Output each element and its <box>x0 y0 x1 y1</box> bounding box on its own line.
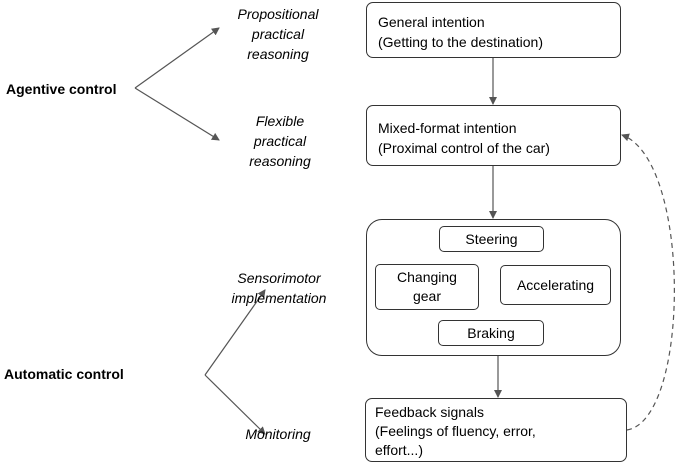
stage-propositional-line-3: reasoning <box>247 46 309 62</box>
feedback-loop-dashed-arrow <box>621 133 675 431</box>
steering-label: Steering <box>465 230 518 247</box>
stage-propositional-line-2: practical <box>251 26 305 42</box>
stage-propositional-label: Propositional practical reasoning <box>218 4 338 64</box>
accelerating-label: Accelerating <box>516 276 595 293</box>
fork-arrow-propositional <box>134 27 220 89</box>
stage-monitoring-line-1: Monitoring <box>245 426 311 442</box>
stage-propositional-line-1: Propositional <box>237 6 319 22</box>
stage-flexible-label: Flexible practical reasoning <box>220 111 340 171</box>
stage-monitoring-label: Monitoring <box>218 424 338 444</box>
stage-flexible-line-3: reasoning <box>249 153 311 169</box>
feedback-subtitle-line-1: (Feelings of fluency, error, <box>375 423 536 439</box>
steering-action-box: Steering <box>439 226 544 252</box>
feedback-title: Feedback signals <box>375 404 484 420</box>
general-intention-subtitle: (Getting to the destination) <box>378 34 543 50</box>
general-intention-title: General intention <box>378 14 485 30</box>
changing-gear-line-1: Changing <box>397 269 457 285</box>
automatic-control-label: Automatic control <box>4 366 124 382</box>
feedback-subtitle-line-2: effort...) <box>375 442 423 458</box>
agentive-control-label: Agentive control <box>6 81 117 97</box>
mixed-format-intention-box: Mixed-format intention (Proximal control… <box>366 105 621 166</box>
braking-label: Braking <box>467 324 515 341</box>
stage-sensorimotor-line-2: implementation <box>231 290 327 306</box>
feedback-signals-box: Feedback signals (Feelings of fluency, e… <box>365 398 627 462</box>
stage-flexible-line-1: Flexible <box>255 113 305 129</box>
mixed-intention-title: Mixed-format intention <box>378 120 517 136</box>
fork-arrow-sensorimotor <box>204 289 266 376</box>
mixed-intention-subtitle: (Proximal control of the car) <box>378 140 550 156</box>
changing-gear-line-2: gear <box>412 288 442 304</box>
stage-sensorimotor-line-1: Sensorimotor <box>237 270 321 286</box>
stage-flexible-line-2: practical <box>253 133 307 149</box>
fork-arrow-monitoring <box>204 374 266 435</box>
braking-action-box: Braking <box>438 320 544 346</box>
changing-gear-action-box: Changing gear <box>375 264 479 310</box>
accelerating-action-box: Accelerating <box>500 265 611 305</box>
stage-sensorimotor-label: Sensorimotor implementation <box>214 268 344 308</box>
actions-container <box>366 219 621 356</box>
general-intention-box: General intention (Getting to the destin… <box>366 2 621 58</box>
fork-arrow-flexible <box>134 87 220 141</box>
